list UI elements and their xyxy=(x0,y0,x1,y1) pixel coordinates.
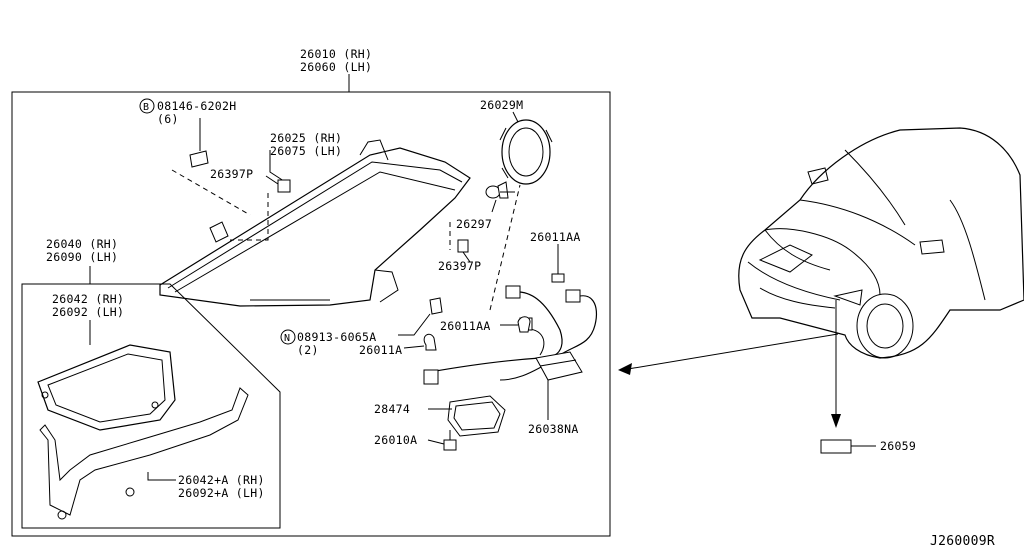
headlamp-housing xyxy=(159,139,471,307)
cap-26029M xyxy=(499,119,553,185)
label-26011AA-b: 26011AA xyxy=(440,319,491,333)
label-bolt-code: 08146-6202H xyxy=(157,99,236,113)
label-26011AA-a: 26011AA xyxy=(530,230,581,244)
label-26075: 26075 (LH) xyxy=(270,144,342,158)
wiring-harness xyxy=(429,285,597,381)
leader-26042A xyxy=(147,472,176,481)
leader-26029M xyxy=(512,111,519,123)
main-frame xyxy=(11,91,611,537)
label-26010A: 26010A xyxy=(374,433,417,447)
bulb-26011AA-right xyxy=(551,273,565,283)
arrow-to-headlamp xyxy=(627,333,839,370)
label-26060: 26060 (LH) xyxy=(300,60,372,74)
nut-08913 xyxy=(429,297,443,315)
bracket-subframe xyxy=(21,283,281,529)
leader-26297 xyxy=(491,199,497,213)
bolt-08146 xyxy=(189,118,209,168)
label-26059-box xyxy=(820,439,852,454)
label-26029M: 26029M xyxy=(480,98,523,112)
label-26038NA: 26038NA xyxy=(528,422,579,436)
bulb-26297 xyxy=(485,181,515,199)
label-26397P-b: 26397P xyxy=(438,259,481,273)
label-26042: 26042 (RH) xyxy=(52,292,124,306)
label-26011A: 26011A xyxy=(359,343,402,357)
clip-26397P-top xyxy=(277,179,291,193)
cap-dash xyxy=(489,184,521,311)
label-bolt-qty: (6) xyxy=(157,112,179,126)
label-26090: 26090 (LH) xyxy=(46,250,118,264)
nut-n-circle xyxy=(280,329,296,345)
label-26025: 26025 (RH) xyxy=(270,131,342,145)
vehicle-front xyxy=(738,127,1024,359)
leader-26397P-b xyxy=(462,251,471,263)
label-26059: 26059 xyxy=(880,439,916,453)
label-26092A: 26092+A (LH) xyxy=(178,486,265,500)
diagram-code: J260009R xyxy=(930,534,995,549)
label-nut-qty: (2) xyxy=(297,343,319,357)
leader-26010A xyxy=(427,439,445,445)
leader-nut xyxy=(398,313,431,336)
leader-26397P-a xyxy=(265,175,279,185)
leader-26011A xyxy=(403,345,425,349)
label-26397P-a: 26397P xyxy=(210,167,253,181)
screw-26010A xyxy=(443,430,457,451)
label-26297: 26297 xyxy=(456,217,492,231)
bulb-26011A xyxy=(423,333,439,385)
nut-n-letter: N xyxy=(284,333,290,344)
bulb-26011AA-left xyxy=(517,316,531,333)
arrow-head-label xyxy=(831,414,841,428)
bracket-26042 xyxy=(37,344,249,520)
label-26092: 26092 (LH) xyxy=(52,305,124,319)
bolt-dash xyxy=(171,169,251,216)
bolt-b-letter: B xyxy=(143,102,149,113)
label-26042A: 26042+A (RH) xyxy=(178,473,265,487)
label-26010: 26010 (RH) xyxy=(300,47,372,61)
arrow-head-headlamp xyxy=(618,363,632,375)
ballast-28474 xyxy=(447,395,506,437)
label-28474: 28474 xyxy=(374,402,410,416)
bolt-b-circle xyxy=(139,98,155,114)
connector-26038NA xyxy=(535,351,583,381)
label-26040: 26040 (RH) xyxy=(46,237,118,251)
socket-26397P-low xyxy=(457,239,469,253)
label-nut-code: 08913-6065A xyxy=(297,330,376,344)
clip-dash-top xyxy=(230,193,269,241)
